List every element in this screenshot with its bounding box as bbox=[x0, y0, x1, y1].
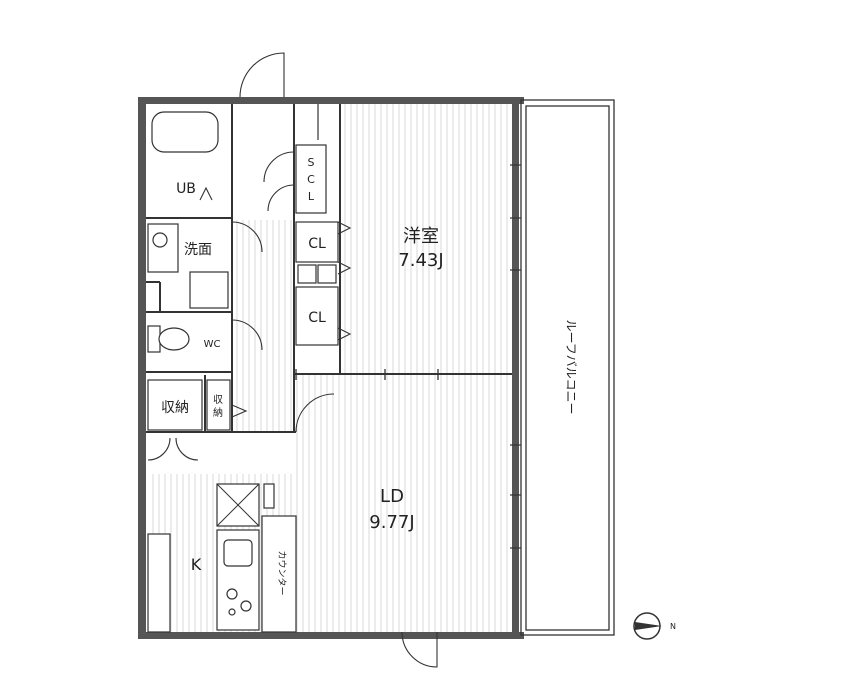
storage-small-top: 収 bbox=[213, 394, 223, 406]
washing-machine-pan bbox=[189, 271, 229, 309]
ld-name: LD bbox=[380, 486, 404, 507]
compass-icon: N bbox=[633, 612, 676, 640]
storage-small-bottom: 納 bbox=[213, 406, 223, 419]
washbasin bbox=[147, 223, 179, 273]
closet-upper-label: CL bbox=[308, 236, 326, 252]
western-room-size: 7.43J bbox=[398, 250, 443, 271]
kitchen-label: K bbox=[191, 555, 202, 574]
storage-large-label: 収納 bbox=[161, 400, 189, 416]
door-swings bbox=[147, 52, 438, 668]
washroom-label: 洗面 bbox=[184, 242, 212, 258]
western-room-floor bbox=[340, 104, 512, 374]
fridge-space bbox=[216, 483, 260, 527]
ld-floor bbox=[296, 374, 512, 632]
hallway-floor bbox=[232, 220, 294, 432]
counter-label: カウンター bbox=[276, 550, 287, 595]
scl-s: S bbox=[308, 156, 315, 169]
compass-north: N bbox=[670, 622, 676, 631]
closet-blocks bbox=[295, 104, 339, 346]
scl-c: C bbox=[307, 173, 315, 186]
roof-balcony-label: ルーフバルコニー bbox=[564, 319, 578, 414]
pantry-unit bbox=[263, 483, 275, 509]
kitchen-shelf bbox=[147, 533, 171, 633]
toilet-label: WC bbox=[204, 339, 221, 350]
exterior-walls bbox=[138, 97, 524, 639]
roof-balcony bbox=[520, 99, 615, 636]
unit-bath-label: UB bbox=[176, 181, 196, 197]
balcony-windows bbox=[510, 164, 521, 549]
bar-counter bbox=[261, 515, 297, 633]
storage-blocks bbox=[147, 379, 231, 431]
closet-lower-label: CL bbox=[308, 310, 326, 326]
scl-l: L bbox=[308, 190, 315, 203]
ld-size: 9.77J bbox=[369, 512, 414, 533]
bathtub bbox=[151, 111, 219, 153]
kitchen-counter bbox=[216, 529, 260, 631]
sliding-door-marks bbox=[295, 369, 439, 380]
western-room-name: 洋室 bbox=[403, 226, 439, 247]
toilet-fixture bbox=[147, 325, 190, 353]
